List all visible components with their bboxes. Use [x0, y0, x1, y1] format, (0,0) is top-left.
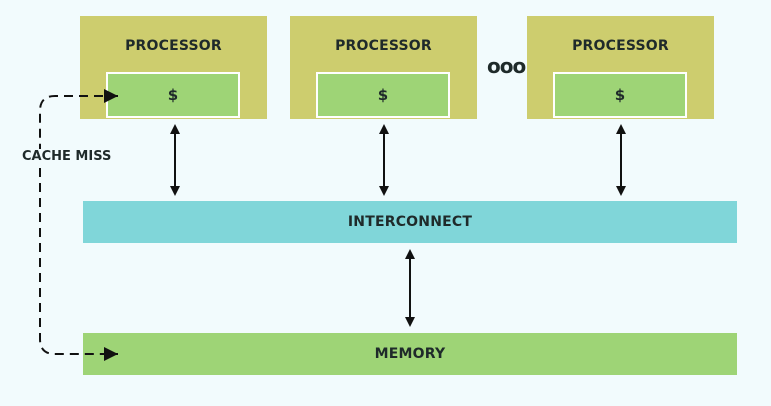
processor-label: PROCESSOR	[572, 38, 669, 54]
more-processors-ellipsis: ooo	[487, 54, 526, 78]
cache-miss-label: CACHE MISS	[20, 149, 114, 164]
processor-box-1: PROCESSOR $	[80, 16, 267, 119]
cache-miss-path-top	[39, 95, 118, 150]
processor-box-3: PROCESSOR $	[527, 16, 714, 119]
cache-miss-arrowhead-bottom	[104, 347, 118, 361]
cache-miss-path-bottom	[39, 168, 118, 355]
cache-box: $	[316, 72, 450, 118]
processor-label: PROCESSOR	[125, 38, 222, 54]
cache-box: $	[106, 72, 240, 118]
processor-box-2: PROCESSOR $	[290, 16, 477, 119]
memory-bar: MEMORY	[83, 333, 737, 375]
cache-box: $	[553, 72, 687, 118]
interconnect-bar: INTERCONNECT	[83, 201, 737, 243]
cache-miss-arrowhead-top	[104, 89, 118, 103]
processor-label: PROCESSOR	[335, 38, 432, 54]
